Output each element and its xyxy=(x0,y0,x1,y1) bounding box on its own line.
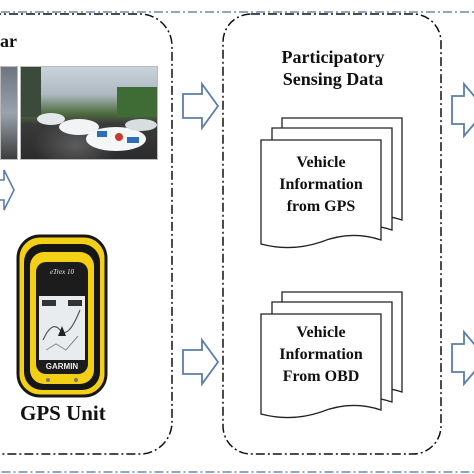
document-stack-obd xyxy=(260,291,403,419)
doc-gps-text: Vehicle Information from GPS xyxy=(263,152,379,218)
traffic-photo-detail xyxy=(21,67,157,151)
document-stack-gps xyxy=(260,117,403,249)
street-photo-left xyxy=(0,66,18,160)
outer-frame xyxy=(0,11,474,473)
gps-device-image xyxy=(16,234,108,398)
arrow-bottom-to-right xyxy=(451,329,474,387)
device-model-label: eTrex 10 xyxy=(49,268,75,276)
doc-obd-line2: Information xyxy=(279,346,363,363)
doc-gps-line2: Information xyxy=(279,176,363,193)
left-panel-box xyxy=(0,13,173,455)
center-panel-box xyxy=(222,13,442,455)
doc-obd-line3: From OBD xyxy=(282,368,360,385)
doc-obd-line1: Vehicle xyxy=(296,324,346,341)
arrow-top-to-right xyxy=(451,81,474,139)
center-title-line1: Participatory xyxy=(281,47,385,67)
doc-obd-text: Vehicle Information From OBD xyxy=(263,322,379,388)
doc-gps-line1: Vehicle xyxy=(296,154,346,171)
doc-gps-line3: from GPS xyxy=(286,198,356,215)
center-title-line2: Sensing Data xyxy=(282,69,384,89)
arrow-left-edge xyxy=(0,169,15,211)
gps-unit-label: GPS Unit xyxy=(20,401,106,425)
left-panel-title-fragment: ar xyxy=(0,31,17,51)
arrow-bottom-to-center xyxy=(182,337,220,387)
arrow-top-to-center xyxy=(182,81,220,131)
center-panel-title: Participatory Sensing Data xyxy=(240,46,426,90)
device-brand-label: GARMIN xyxy=(45,362,79,371)
traffic-photo xyxy=(20,66,158,160)
